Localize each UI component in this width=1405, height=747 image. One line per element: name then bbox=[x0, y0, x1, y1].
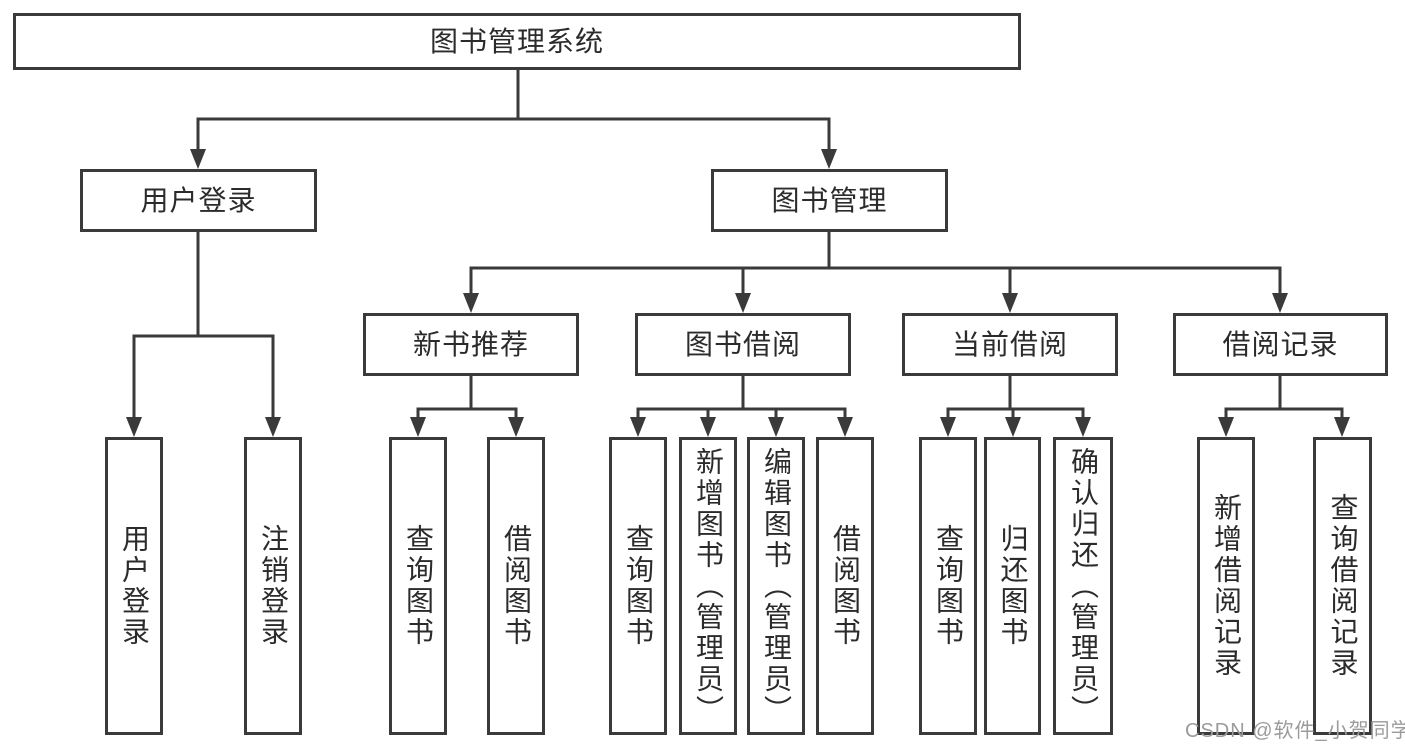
node-book-borrowing-label: 图书借阅 bbox=[684, 328, 801, 360]
leaf-newbook-borrow-books-label: 借阅图书 bbox=[501, 524, 532, 648]
leaf-logout-label: 注销登录 bbox=[258, 524, 289, 648]
leaf-logout: 注销登录 bbox=[244, 437, 302, 735]
node-book-management: 图书管理 bbox=[711, 169, 948, 232]
leaf-borrowing-add-books-admin: 新增图书（管理员） bbox=[679, 437, 737, 735]
leaf-borrowing-edit-books-admin: 编辑图书（管理员） bbox=[747, 437, 805, 735]
node-book-borrowing: 图书借阅 bbox=[635, 313, 851, 376]
leaf-borrowing-query-books: 查询图书 bbox=[609, 437, 667, 735]
node-user-login-label: 用户登录 bbox=[140, 184, 257, 216]
arrowheads bbox=[126, 149, 1350, 437]
leaf-current-confirm-return-admin-label: 确认归还（管理员） bbox=[1068, 446, 1099, 726]
leaf-borrowing-edit-books-admin-label: 编辑图书（管理员） bbox=[761, 446, 792, 726]
node-user-login: 用户登录 bbox=[80, 169, 317, 232]
leaf-records-query-record-label: 查询借阅记录 bbox=[1327, 493, 1359, 679]
node-new-book-recommend: 新书推荐 bbox=[363, 313, 579, 376]
node-root-system-label: 图书管理系统 bbox=[429, 25, 604, 57]
leaf-records-add-record-label: 新增借阅记录 bbox=[1211, 493, 1242, 679]
node-borrowing-records: 借阅记录 bbox=[1173, 313, 1388, 376]
leaf-user-login-label: 用户登录 bbox=[119, 524, 150, 648]
leaf-borrowing-query-books-label: 查询图书 bbox=[623, 524, 654, 648]
leaf-newbook-borrow-books: 借阅图书 bbox=[487, 437, 545, 735]
leaf-newbook-query-books-label: 查询图书 bbox=[403, 524, 434, 648]
node-new-book-recommend-label: 新书推荐 bbox=[412, 328, 529, 360]
leaf-borrowing-borrow-books: 借阅图书 bbox=[816, 437, 874, 735]
node-borrowing-records-label: 借阅记录 bbox=[1222, 328, 1339, 360]
leaf-current-return-books-label: 归还图书 bbox=[997, 524, 1029, 648]
leaf-current-query-books: 查询图书 bbox=[919, 437, 977, 735]
leaf-borrowing-add-books-admin-label: 新增图书（管理员） bbox=[693, 446, 724, 726]
csdn-watermark: CSDN @软件_小贺同学 bbox=[1185, 720, 1405, 742]
node-root-system: 图书管理系统 bbox=[13, 13, 1021, 70]
leaf-borrowing-borrow-books-label: 借阅图书 bbox=[830, 524, 861, 648]
leaf-current-confirm-return-admin: 确认归还（管理员） bbox=[1053, 437, 1113, 735]
leaf-current-return-books: 归还图书 bbox=[984, 437, 1041, 735]
leaf-newbook-query-books: 查询图书 bbox=[389, 437, 447, 735]
leaf-records-query-record: 查询借阅记录 bbox=[1313, 437, 1372, 735]
node-current-borrowing-label: 当前借阅 bbox=[951, 328, 1068, 360]
leaf-current-query-books-label: 查询图书 bbox=[933, 524, 964, 648]
node-current-borrowing: 当前借阅 bbox=[902, 313, 1118, 376]
leaf-records-add-record: 新增借阅记录 bbox=[1197, 437, 1255, 735]
node-book-management-label: 图书管理 bbox=[771, 184, 888, 216]
leaf-user-login: 用户登录 bbox=[105, 437, 163, 735]
